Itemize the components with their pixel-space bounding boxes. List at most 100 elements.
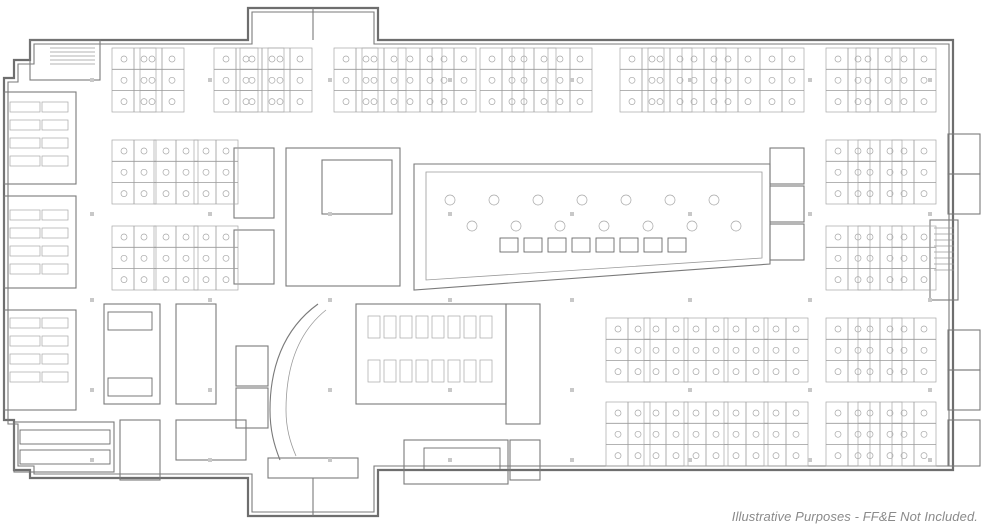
- chair-icon: [724, 55, 732, 63]
- chair-icon: [788, 55, 796, 63]
- chair-icon: [614, 409, 622, 417]
- cubicle-pod: [239, 47, 285, 113]
- cubicle-pod: [605, 401, 651, 467]
- cubicle-pod: [153, 225, 199, 291]
- chair-icon: [140, 254, 148, 262]
- chair-icon: [652, 368, 660, 375]
- chair-icon: [792, 409, 800, 417]
- cafe-table: [686, 220, 698, 232]
- chair-icon: [406, 98, 414, 105]
- booth-seat: [499, 237, 519, 253]
- chair-icon: [712, 346, 720, 354]
- chair-icon: [540, 76, 548, 84]
- office-desk: [41, 155, 69, 167]
- column: [928, 458, 932, 462]
- chair-icon: [792, 346, 800, 354]
- column: [328, 458, 332, 462]
- chair-icon: [460, 55, 468, 63]
- chair-icon: [712, 409, 720, 417]
- chair-icon: [834, 76, 842, 84]
- chair-icon: [834, 409, 842, 417]
- chair-icon: [834, 147, 842, 155]
- chair-icon: [268, 98, 276, 105]
- chair-icon: [900, 147, 908, 155]
- chair-icon: [276, 76, 284, 84]
- stall: [479, 359, 493, 383]
- chair-icon: [182, 276, 190, 283]
- chair-icon: [672, 346, 680, 354]
- cubicle-pod: [111, 225, 157, 291]
- column: [328, 388, 332, 392]
- cubicle-pod: [825, 401, 871, 467]
- column: [570, 212, 574, 216]
- chair-icon: [140, 190, 148, 197]
- office-desk: [41, 335, 69, 347]
- column: [208, 298, 212, 302]
- chair-icon: [920, 325, 928, 333]
- chair-icon: [676, 55, 684, 63]
- chair-icon: [732, 368, 740, 375]
- chair-icon: [556, 55, 564, 63]
- chair-icon: [576, 76, 584, 84]
- booth-seat: [667, 237, 687, 253]
- office-desk: [9, 155, 41, 167]
- office-desk: [9, 317, 41, 329]
- conference-table: [107, 377, 153, 397]
- chair-icon: [222, 190, 230, 197]
- chair-icon: [540, 98, 548, 105]
- chair-icon: [886, 147, 894, 155]
- chair-icon: [634, 452, 642, 459]
- chair-icon: [556, 98, 564, 105]
- chair-icon: [182, 168, 190, 176]
- chair-icon: [834, 98, 842, 105]
- chair-icon: [634, 346, 642, 354]
- chair-icon: [900, 168, 908, 176]
- office-desk: [9, 335, 41, 347]
- chair-icon: [202, 233, 210, 241]
- chair-icon: [120, 147, 128, 155]
- chair-icon: [752, 430, 760, 438]
- chair-icon: [866, 254, 874, 262]
- column: [688, 212, 692, 216]
- column: [688, 458, 692, 462]
- chair-icon: [140, 55, 148, 63]
- chair-icon: [614, 452, 622, 459]
- booth-seat: [595, 237, 615, 253]
- chair-icon: [710, 55, 718, 63]
- chair-icon: [672, 430, 680, 438]
- cubicle-pod: [857, 225, 903, 291]
- chair-icon: [772, 430, 780, 438]
- chair-icon: [576, 98, 584, 105]
- chair-icon: [920, 409, 928, 417]
- cubicle-pod: [763, 317, 809, 383]
- column: [328, 298, 332, 302]
- cafe-table: [576, 194, 588, 206]
- stall: [383, 315, 397, 339]
- chair-icon: [390, 55, 398, 63]
- chair-icon: [120, 98, 128, 105]
- column: [808, 388, 812, 392]
- chair-icon: [672, 409, 680, 417]
- chair-icon: [886, 452, 894, 459]
- office-desk: [9, 209, 41, 221]
- chair-icon: [362, 76, 370, 84]
- chair-icon: [426, 76, 434, 84]
- office-desk: [41, 119, 69, 131]
- chair-icon: [732, 409, 740, 417]
- column: [570, 458, 574, 462]
- chair-icon: [162, 254, 170, 262]
- column: [448, 388, 452, 392]
- chair-icon: [168, 98, 176, 105]
- chair-icon: [390, 76, 398, 84]
- conference-table: [423, 447, 501, 471]
- chair-icon: [886, 168, 894, 176]
- cubicle-pod: [431, 47, 477, 113]
- chair-icon: [628, 76, 636, 84]
- cafe-table: [532, 194, 544, 206]
- chair-icon: [676, 98, 684, 105]
- office-desk: [41, 101, 69, 113]
- chair-icon: [692, 368, 700, 375]
- cubicle-pod: [479, 47, 525, 113]
- chair-icon: [202, 254, 210, 262]
- cubicle-pod: [111, 139, 157, 205]
